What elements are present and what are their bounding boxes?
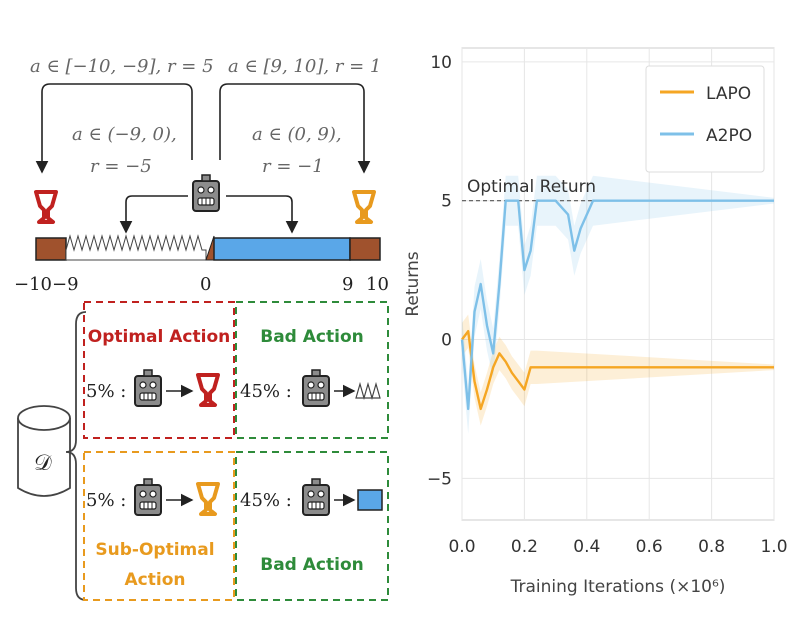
bad-action-title-top: Bad Action: [260, 327, 364, 347]
y-tick-label: 5: [441, 192, 452, 212]
tick-label: 0: [200, 274, 211, 295]
y-tick-label: −5: [427, 469, 452, 489]
dataset-cylinder-icon: [17, 418, 71, 497]
right-action-label: a ∈ [9, 10], r = 1: [228, 56, 381, 77]
x-tick-label: 0.2: [511, 537, 538, 557]
x-axis-label: Training Iterations (×10⁶): [510, 577, 726, 597]
bad-action-box-bottom: [235, 451, 389, 601]
y-tick-label: 0: [441, 331, 452, 351]
suboptimal-action-percent: 5% :: [86, 490, 126, 511]
tick-label: −9: [52, 274, 79, 295]
suboptimal-action-title-line2: Action: [125, 570, 186, 590]
legend: LAPO A2PO: [645, 65, 765, 173]
spike-track: [65, 234, 207, 261]
spikes-icon: [355, 381, 381, 401]
orange-trophy-icon: [352, 190, 376, 224]
red-trophy-icon: [34, 190, 58, 224]
arrow-to-water: [226, 195, 299, 234]
tick-label: 10: [366, 274, 389, 295]
arrow-to-left-goal: [35, 83, 193, 174]
dataset-label: 𝒟: [34, 451, 52, 476]
water-track: [213, 237, 351, 261]
optimal-action-title: Optimal Action: [88, 327, 230, 347]
dataset-cylinder-top: [17, 405, 71, 431]
water-icon: [357, 489, 383, 511]
series-layer: [460, 199, 774, 411]
mid-left-reward-label: r = −5: [90, 156, 152, 177]
left-action-label: a ∈ [−10, −9], r = 5: [30, 56, 214, 77]
agent-robot-icon: [192, 174, 220, 212]
robot-icon: [302, 478, 330, 516]
robot-icon: [302, 369, 330, 407]
environment-diagram: a ∈ [−10, −9], r = 5 a ∈ [9, 10], r = 1 …: [14, 56, 389, 295]
mid-left-action-label: a ∈ (−9, 0),: [72, 124, 177, 145]
y-axis-label: Returns: [403, 251, 423, 316]
optimal-action-percent: 5% :: [86, 381, 126, 402]
mid-right-reward-label: r = −1: [262, 156, 324, 177]
bad-action-title-bottom: Bad Action: [260, 555, 364, 575]
x-tick-label: 0.8: [698, 537, 725, 557]
red-trophy-icon: [196, 373, 220, 407]
grid-layer: [461, 48, 775, 520]
robot-icon: [134, 478, 162, 516]
right-goal-block: [349, 237, 381, 261]
tick-label: −10: [14, 274, 52, 295]
suboptimal-action-box: [83, 451, 235, 601]
reference-line-label: Optimal Return: [467, 177, 596, 197]
x-tick-label: 0.6: [636, 537, 663, 557]
series-line-a2po: [460, 199, 774, 411]
bad-action-percent-bottom: 45% :: [240, 490, 292, 511]
tick-label: 9: [342, 274, 353, 295]
suboptimal-action-title-line1: Sub-Optimal: [95, 540, 214, 560]
bad-action-percent-top: 45% :: [240, 381, 292, 402]
mid-right-action-label: a ∈ (0, 9),: [252, 124, 342, 145]
variance-band-lapo: [462, 314, 774, 426]
series-line-lapo: [461, 330, 774, 411]
left-goal-block: [35, 237, 67, 261]
tick-layer: 0.0 0.2 0.4 0.6 0.8 1.0 10 5 0 −5: [427, 53, 788, 557]
orange-trophy-icon: [196, 482, 220, 516]
optimal-action-box: [83, 301, 235, 439]
action-boxes: Optimal Action 5% : Bad Action 45% : 5% …: [83, 301, 389, 601]
legend-label-a2po: A2PO: [706, 126, 752, 146]
dataset-bracket: [65, 311, 87, 601]
legend-label-lapo: LAPO: [706, 84, 751, 104]
robot-icon: [134, 369, 162, 407]
y-tick-label: 10: [430, 53, 452, 73]
x-tick-label: 0.4: [573, 537, 600, 557]
dataset: 𝒟: [17, 311, 87, 601]
x-tick-label: 1.0: [760, 537, 787, 557]
legend-box: [645, 65, 765, 173]
bad-action-box-top: [235, 301, 389, 439]
center-ramp: [205, 235, 215, 261]
arrow-to-spikes: [119, 195, 188, 234]
x-tick-label: 0.0: [448, 537, 475, 557]
arrow-to-right-goal: [219, 83, 371, 174]
